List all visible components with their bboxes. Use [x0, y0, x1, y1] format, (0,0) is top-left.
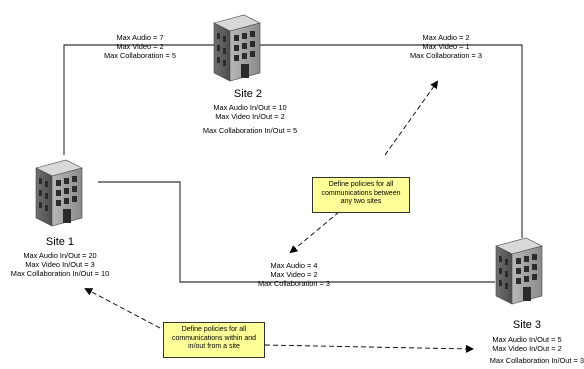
link-site1-site3	[98, 181, 495, 283]
site2-name: Site 2	[233, 88, 263, 100]
site2-building-icon	[213, 14, 261, 82]
link-s2s3-audio: Max Audio = 2	[422, 33, 470, 42]
link-s1s2-collaboration: Max Collaboration = 5	[103, 51, 177, 60]
site1-video: Max Video In/Out = 3	[25, 260, 95, 269]
link-s1s2-video: Max Video = 2	[116, 42, 164, 51]
site2-audio: Max Audio In/Out = 10	[213, 103, 287, 112]
site3-video: Max Video In/Out = 2	[492, 344, 562, 353]
link-s1s3-audio: Max Audio = 4	[270, 261, 318, 270]
link-s1s3-video: Max Video = 2	[270, 270, 318, 279]
link-s2s3-video: Max Video = 1	[422, 42, 470, 51]
link-s1s2-audio: Max Audio = 7	[116, 33, 164, 42]
arrow-between-sites-down	[289, 211, 340, 254]
link-s2s3-collaboration: Max Collaboration = 3	[409, 51, 483, 60]
site1-collaboration: Max Collaboration In/Out = 10	[10, 269, 110, 278]
link-site1-site2	[63, 44, 215, 155]
note-within-site: Define policies for all communications w…	[163, 322, 265, 358]
note-between-sites: Define policies for all communications b…	[312, 177, 410, 213]
site3-name: Site 3	[512, 319, 542, 331]
site2-video: Max Video In/Out = 2	[215, 112, 285, 121]
arrow-between-sites-up	[384, 80, 439, 156]
site3-collaboration: Max Collaboration In/Out = 3	[489, 356, 584, 365]
site3-audio: Max Audio In/Out = 5	[492, 335, 562, 344]
link-site2-site3	[258, 44, 523, 238]
link-s1s3-collaboration: Max Collaboration = 3	[257, 279, 331, 288]
site1-name: Site 1	[45, 236, 75, 248]
arrow-within-site-left	[84, 288, 161, 329]
site2-collaboration: Max Collaboration In/Out = 5	[202, 126, 298, 135]
site3-building-icon	[495, 237, 543, 305]
site1-building-icon	[35, 159, 83, 227]
site1-audio: Max Audio In/Out = 20	[23, 251, 97, 260]
arrow-within-site-right	[264, 344, 474, 353]
